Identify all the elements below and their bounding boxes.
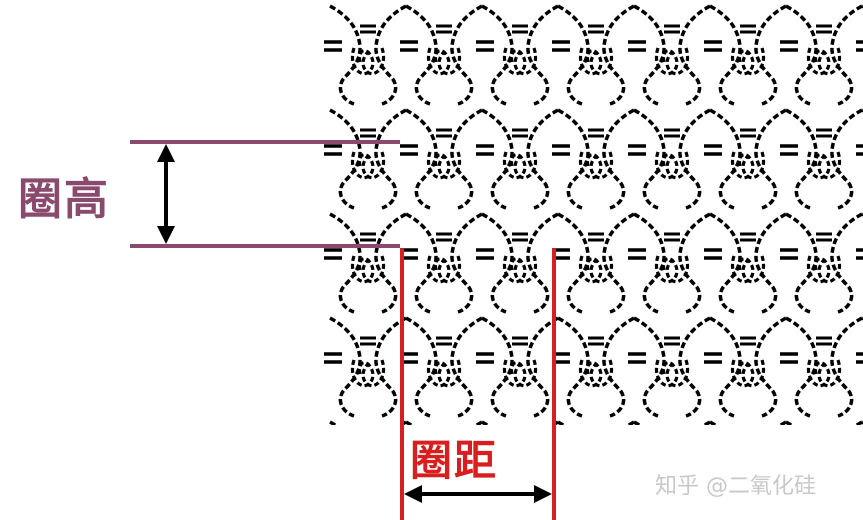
knit-loop — [322, 420, 408, 425]
knit-loop — [626, 4, 712, 106]
knit-loop — [550, 212, 636, 314]
knit-loop — [702, 4, 788, 106]
knit-loop — [626, 108, 712, 210]
knit-loop — [550, 316, 636, 418]
loop-height-arrowhead-down — [157, 226, 175, 244]
knit-loop — [474, 4, 560, 106]
knit-loop — [626, 212, 712, 314]
knit-loop — [322, 4, 408, 106]
loop-pitch-arrowhead-right — [534, 485, 552, 503]
knit-loop — [778, 108, 863, 210]
knit-loop — [550, 420, 636, 425]
knit-loop — [474, 108, 560, 210]
loop-pitch-arrowhead-left — [404, 485, 422, 503]
knit-loop — [854, 212, 863, 314]
knit-loop — [398, 316, 484, 418]
loop-pitch-marker — [400, 248, 556, 520]
knit-loop — [322, 316, 408, 418]
knit-loop — [474, 212, 560, 314]
knit-loop — [322, 108, 408, 210]
knit-loop — [550, 108, 636, 210]
knit-loop — [398, 4, 484, 106]
knit-loop — [322, 212, 408, 314]
knit-loop — [778, 4, 863, 106]
loop-height-marker — [130, 140, 400, 248]
knit-loop — [854, 4, 863, 106]
knit-loop — [778, 212, 863, 314]
knit-loop — [702, 316, 788, 418]
knit-loop — [854, 420, 863, 425]
watermark: 知乎 @二氧化硅 — [655, 474, 816, 499]
loop-pitch-label: 圈距 — [410, 436, 499, 485]
knit-loop — [398, 108, 484, 210]
knit-loop — [854, 316, 863, 418]
knit-loop — [778, 316, 863, 418]
knit-loop — [626, 316, 712, 418]
knit-loop — [550, 4, 636, 106]
loop-height-arrowhead-up — [157, 144, 175, 162]
knit-loop — [702, 108, 788, 210]
knit-loop — [702, 212, 788, 314]
knit-loop — [854, 108, 863, 210]
knit-loop — [474, 316, 560, 418]
knit-loop — [398, 212, 484, 314]
loop-height-label: 圈高 — [18, 174, 110, 225]
knitted-fabric — [322, 4, 863, 425]
